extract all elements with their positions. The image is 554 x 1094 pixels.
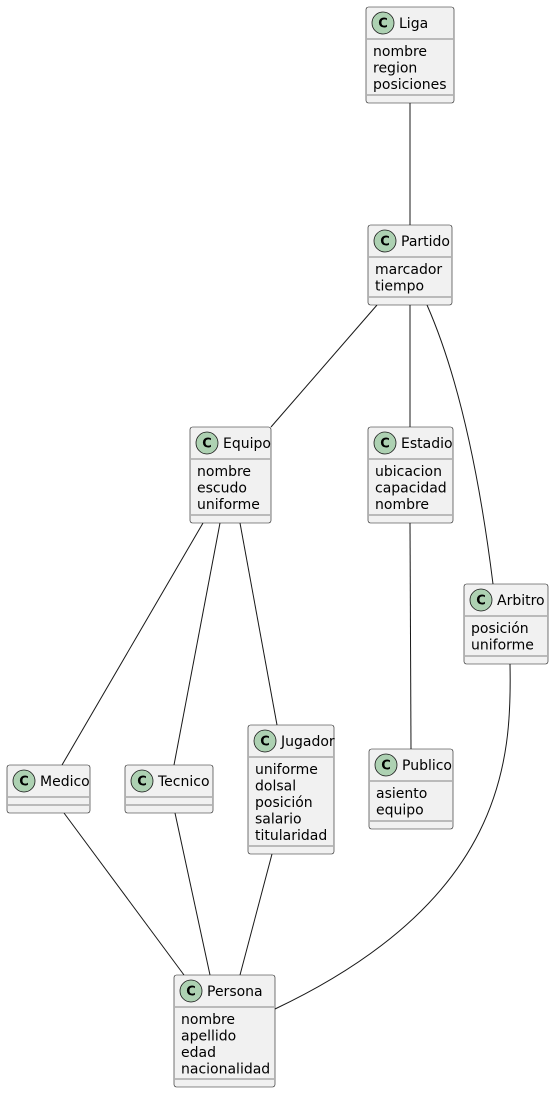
class-stereotype-icon xyxy=(371,11,395,35)
class-attribute: posición xyxy=(471,621,529,637)
class-stereotype-icon xyxy=(179,979,203,1003)
class-box xyxy=(173,974,276,1088)
class-attribute: nombre xyxy=(375,497,429,513)
class-stereotype-icon xyxy=(373,229,397,253)
association-equipo-medico xyxy=(61,522,204,766)
association-equipo-jugador xyxy=(239,522,278,726)
class-name: Estadio xyxy=(401,436,453,452)
class-attribute: titularidad xyxy=(255,828,327,844)
class-attribute: uniforme xyxy=(197,497,260,513)
class-attribute: dolsal xyxy=(255,779,296,795)
class-tecnico[interactable]: C Tecnico xyxy=(124,764,214,814)
class-attribute: nombre xyxy=(373,44,427,60)
class-stereotype-icon xyxy=(12,769,36,793)
class-stereotype-letter: C xyxy=(381,759,391,774)
class-name: Liga xyxy=(399,16,428,32)
association-arbitro-persona xyxy=(274,663,511,1010)
class-stereotype-letter: C xyxy=(476,594,486,609)
class-attribute: nombre xyxy=(197,464,251,480)
class-stereotype-letter: C xyxy=(137,775,147,790)
class-attribute: apellido xyxy=(181,1029,236,1045)
class-attribute: marcador xyxy=(375,262,442,278)
class-attribute: salario xyxy=(255,812,302,828)
association-partido-equipo xyxy=(270,304,378,428)
class-name: Arbitro xyxy=(497,593,545,609)
class-medico[interactable]: C Medico xyxy=(6,764,91,814)
class-attribute: ubicacion xyxy=(375,464,442,480)
class-stereotype-icon xyxy=(253,729,277,753)
class-name: Persona xyxy=(207,984,263,1000)
class-name: Partido xyxy=(401,234,450,250)
class-attribute: posiciones xyxy=(373,77,447,93)
class-name: Tecnico xyxy=(157,774,210,790)
association-equipo-tecnico xyxy=(173,522,221,766)
class-name: Publico xyxy=(402,758,452,774)
association-estadio-publico xyxy=(409,522,412,750)
class-stereotype-letter: C xyxy=(380,437,390,452)
class-attribute: region xyxy=(373,61,417,77)
class-attribute: equipo xyxy=(376,803,424,819)
class-attribute: nacionalidad xyxy=(181,1062,270,1078)
class-name: Medico xyxy=(40,774,90,790)
class-stereotype-icon xyxy=(374,753,398,777)
association-partido-arbitro xyxy=(426,304,494,585)
class-attribute: posición xyxy=(255,795,313,811)
association-jugador-persona xyxy=(239,853,273,976)
class-stereotype-letter: C xyxy=(202,437,212,452)
class-attribute: nombre xyxy=(181,1012,235,1028)
association-medico-persona xyxy=(63,812,185,976)
class-attribute: uniforme xyxy=(471,638,534,654)
class-attribute: capacidad xyxy=(375,481,447,497)
class-name: Jugador xyxy=(280,734,335,750)
class-stereotype-icon xyxy=(130,769,154,793)
class-name: Equipo xyxy=(223,436,271,452)
class-attribute: escudo xyxy=(197,481,247,497)
class-stereotype-letter: C xyxy=(380,235,390,250)
class-stereotype-letter: C xyxy=(378,17,388,32)
class-stereotype-icon xyxy=(373,431,397,455)
class-attribute: edad xyxy=(181,1045,216,1061)
class-stereotype-letter: C xyxy=(186,985,196,1000)
class-stereotype-letter: C xyxy=(19,775,29,790)
class-stereotype-icon xyxy=(469,588,493,612)
class-attribute: uniforme xyxy=(255,762,318,778)
class-jugador[interactable]: C Jugador uniformedolsalposiciónsalariotit… xyxy=(247,724,335,855)
class-attribute: tiempo xyxy=(375,279,424,295)
class-stereotype-letter: C xyxy=(260,735,270,750)
class-stereotype-icon xyxy=(195,431,219,455)
association-tecnico-persona xyxy=(174,812,211,976)
class-attribute: asiento xyxy=(376,786,427,802)
association-lines xyxy=(61,103,511,1010)
